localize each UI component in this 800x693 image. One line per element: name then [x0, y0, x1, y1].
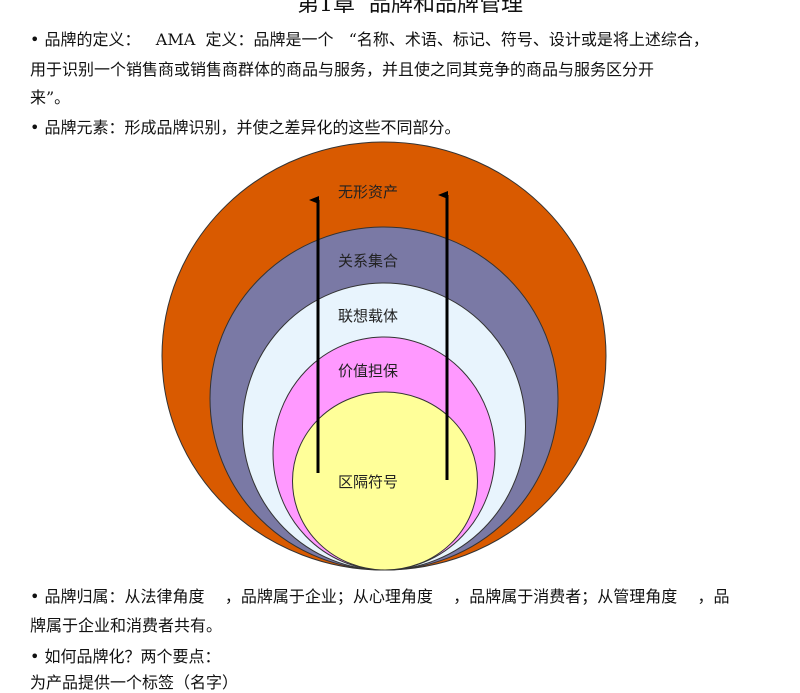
definition-line-3: 来”。: [30, 88, 71, 107]
branding-point-1: 为产品提供一个标签（名字）: [30, 673, 239, 692]
layer-distinguishing-symbol: [292, 391, 478, 571]
label-distinguishing-symbol: 区隔符号: [338, 473, 398, 491]
definition-line-1: • 品牌的定义： AMA 定义：品牌是一个 “名称、术语、标记、符号、设计或是将…: [30, 30, 709, 49]
ownership-line-1: • 品牌归属：从法律角度 ，品牌属于企业；从心理角度 ，品牌属于消费者；从管理角…: [30, 587, 730, 606]
branding-question-line: • 如何品牌化？两个要点：: [30, 647, 221, 666]
label-association-carrier: 联想载体: [338, 307, 398, 325]
label-intangible-assets: 无形资产: [338, 183, 398, 201]
label-value-guarantee: 价值担保: [338, 362, 398, 380]
brand-elements-line: • 品牌元素：形成品牌识别，并使之差异化的这些不同部分。: [30, 118, 461, 137]
definition-line-2: 用于识别一个销售商或销售商群体的商品与服务，并且使之同其竞争的商品与服务区分开: [30, 60, 655, 79]
chapter-title: 第1章 品牌和品牌管理: [297, 0, 523, 17]
ownership-line-2: 牌属于企业和消费者共有。: [30, 616, 223, 635]
label-relationship-set: 关系集合: [338, 252, 398, 270]
